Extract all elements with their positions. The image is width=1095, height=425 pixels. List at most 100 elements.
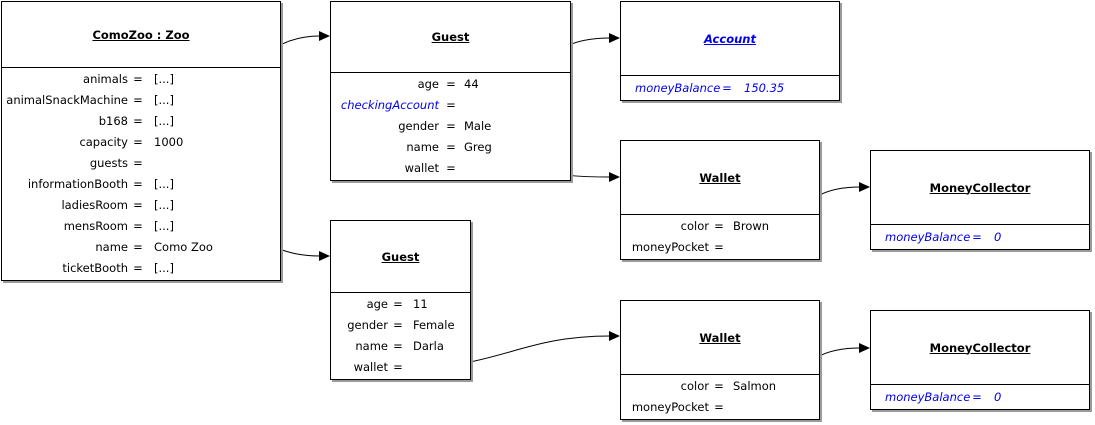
attribute-name: name	[95, 240, 128, 254]
attribute-value: Female	[413, 318, 455, 332]
attribute-row-capacity: capacity = 1000	[2, 132, 280, 153]
object-title: Guest	[331, 221, 470, 293]
attribute-row-money-balance: moneyBalance = 0	[871, 387, 1089, 408]
object-wallet-salmon[interactable]: Wallet color = Salmon moneyPocket =	[620, 300, 820, 420]
attribute-value: [...]	[154, 198, 174, 212]
attribute-name: name	[355, 339, 388, 353]
attribute-row-gender: gender = Male	[331, 116, 570, 137]
attribute-value: Salmon	[733, 379, 777, 393]
attribute-name: moneyPocket	[631, 400, 709, 414]
attribute-name: age	[417, 77, 439, 91]
object-comozoo[interactable]: ComoZoo : Zoo animals = [...] animalSnac…	[1, 1, 281, 281]
attribute-row-wallet: wallet =	[331, 357, 470, 378]
equals-sign: =	[393, 297, 403, 311]
attribute-name: moneyBalance	[885, 230, 971, 244]
equals-sign: =	[133, 177, 143, 191]
object-title: ComoZoo : Zoo	[2, 2, 280, 68]
equals-sign: =	[714, 240, 724, 254]
attribute-value: 150.35	[744, 81, 785, 95]
attribute-row-guests: guests =	[2, 153, 280, 174]
attribute-row-age: age = 11	[331, 294, 470, 315]
object-title: MoneyCollector	[871, 151, 1089, 225]
equals-sign: =	[972, 230, 982, 244]
object-title: Wallet	[621, 141, 819, 215]
attribute-name: gender	[398, 119, 439, 133]
attribute-name: name	[406, 140, 439, 154]
equals-sign: =	[133, 261, 143, 275]
object-title: MoneyCollector	[871, 311, 1089, 385]
equals-sign: =	[972, 390, 982, 404]
equals-sign: =	[133, 219, 143, 233]
attribute-value: [...]	[154, 72, 174, 86]
equals-sign: =	[446, 98, 456, 112]
attribute-row-mens-room: mensRoom = [...]	[2, 216, 280, 237]
equals-sign: =	[133, 156, 143, 170]
attribute-name: animals	[83, 72, 128, 86]
attribute-name: checkingAccount	[340, 98, 439, 112]
object-money-collector-1[interactable]: MoneyCollector moneyBalance = 0	[870, 150, 1090, 250]
attribute-value: Greg	[464, 140, 492, 154]
attribute-name: wallet	[404, 161, 439, 175]
attribute-name: gender	[347, 318, 388, 332]
object-wallet-brown[interactable]: Wallet color = Brown moneyPocket =	[620, 140, 820, 260]
object-account[interactable]: Account moneyBalance = 150.35	[620, 1, 840, 101]
attribute-name: animalSnackMachine	[6, 93, 128, 107]
object-title: Wallet	[621, 301, 819, 375]
attribute-name: guests	[89, 156, 128, 170]
attribute-value: [...]	[154, 261, 174, 275]
attribute-row-b168: b168 = [...]	[2, 111, 280, 132]
attribute-row-gender: gender = Female	[331, 315, 470, 336]
attribute-name: mensRoom	[63, 219, 128, 233]
object-money-collector-2[interactable]: MoneyCollector moneyBalance = 0	[870, 310, 1090, 410]
attribute-name: ticketBooth	[62, 261, 128, 275]
equals-sign: =	[722, 81, 732, 95]
equals-sign: =	[446, 140, 456, 154]
attribute-value: [...]	[154, 93, 174, 107]
attribute-value: Darla	[413, 339, 444, 353]
attribute-row-color: color = Salmon	[621, 376, 819, 397]
equals-sign: =	[133, 198, 143, 212]
attribute-row-money-pocket: moneyPocket =	[621, 237, 819, 258]
equals-sign: =	[133, 240, 143, 254]
attribute-name: wallet	[353, 360, 388, 374]
attribute-value: [...]	[154, 177, 174, 191]
equals-sign: =	[133, 114, 143, 128]
equals-sign: =	[446, 161, 456, 175]
attribute-row-wallet: wallet =	[331, 158, 570, 179]
equals-sign: =	[393, 360, 403, 374]
attribute-row-animals: animals = [...]	[2, 69, 280, 90]
attribute-name: ladiesRoom	[61, 198, 128, 212]
equals-sign: =	[133, 135, 143, 149]
attribute-row-money-pocket: moneyPocket =	[621, 397, 819, 418]
attribute-row-checking-account: checkingAccount =	[331, 95, 570, 116]
attribute-row-information-booth: informationBooth = [...]	[2, 174, 280, 195]
attribute-value: [...]	[154, 114, 174, 128]
object-title: Guest	[331, 2, 570, 73]
attribute-row-color: color = Brown	[621, 216, 819, 237]
attribute-value: 1000	[154, 135, 184, 149]
equals-sign: =	[714, 379, 724, 393]
equals-sign: =	[714, 400, 724, 414]
attribute-row-animal-snack-machine: animalSnackMachine = [...]	[2, 90, 280, 111]
attribute-name: moneyBalance	[635, 81, 721, 95]
attribute-value: 0	[994, 230, 1002, 244]
equals-sign: =	[446, 77, 456, 91]
object-guest-greg[interactable]: Guest age = 44 checkingAccount = gender …	[330, 1, 571, 181]
attribute-row-name: name = Como Zoo	[2, 237, 280, 258]
attribute-value: [...]	[154, 219, 174, 233]
attribute-value: 11	[413, 297, 428, 311]
attribute-value: 0	[994, 390, 1002, 404]
attribute-row-money-balance: moneyBalance = 150.35	[621, 78, 839, 99]
object-guest-darla[interactable]: Guest age = 11 gender = Female name = Da…	[330, 220, 471, 380]
attribute-row-name: name = Darla	[331, 336, 470, 357]
object-title: Account	[621, 2, 839, 76]
attribute-row-money-balance: moneyBalance = 0	[871, 227, 1089, 248]
attribute-value: Male	[464, 119, 492, 133]
attribute-name: age	[366, 297, 388, 311]
equals-sign: =	[393, 339, 403, 353]
attribute-name: moneyPocket	[631, 240, 709, 254]
attribute-name: moneyBalance	[885, 390, 971, 404]
attribute-name: b168	[98, 114, 128, 128]
equals-sign: =	[133, 93, 143, 107]
attribute-name: color	[680, 219, 709, 233]
